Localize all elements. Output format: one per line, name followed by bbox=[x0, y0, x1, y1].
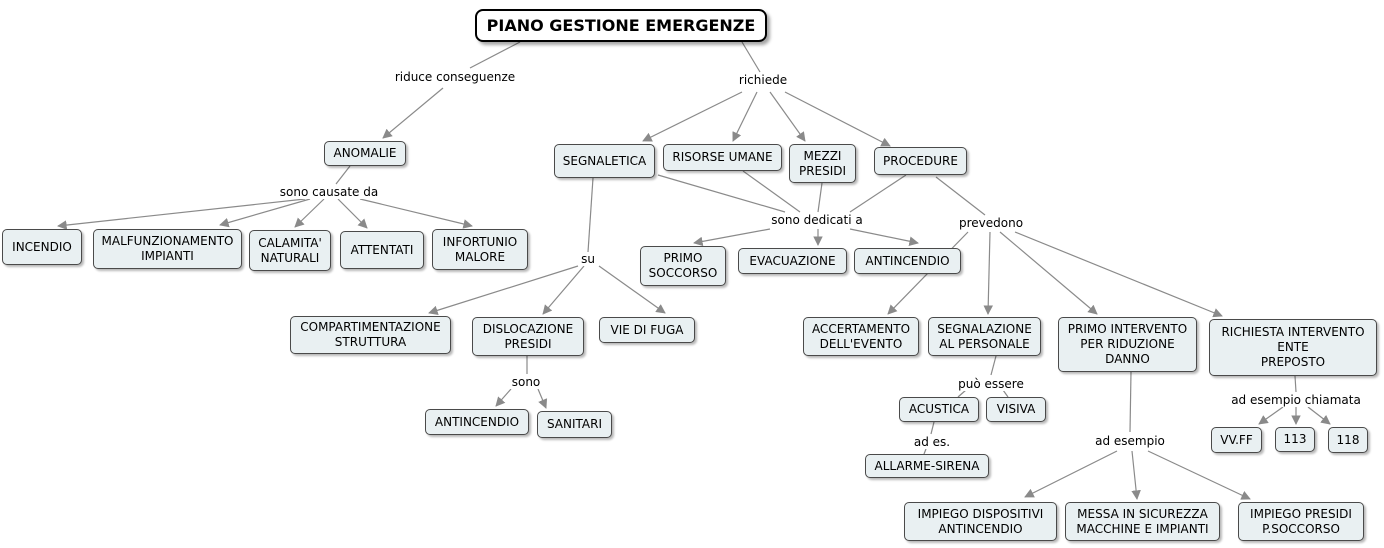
node-anomalie[interactable]: ANOMALIE bbox=[324, 141, 406, 166]
node-primo-intervento[interactable]: PRIMO INTERVENTO PER RIDUZIONE DANNO bbox=[1058, 317, 1197, 372]
link-sono: sono bbox=[509, 375, 543, 389]
node-procedure[interactable]: PROCEDURE bbox=[874, 147, 967, 175]
diagram-title[interactable]: PIANO GESTIONE EMERGENZE bbox=[475, 9, 767, 42]
node-impiego-dispositivi[interactable]: IMPIEGO DISPOSITIVI ANTINCENDIO bbox=[904, 502, 1057, 541]
node-allarme-sirena[interactable]: ALLARME-SIRENA bbox=[865, 454, 989, 478]
node-118[interactable]: 118 bbox=[1328, 427, 1368, 453]
node-vie-di-fuga[interactable]: VIE DI FUGA bbox=[599, 317, 695, 343]
node-calamita-naturali[interactable]: CALAMITA' NATURALI bbox=[249, 230, 331, 271]
node-segnaletica[interactable]: SEGNALETICA bbox=[554, 144, 655, 178]
node-compartimentazione-struttura[interactable]: COMPARTIMENTAZIONE STRUTTURA bbox=[290, 316, 451, 354]
link-su: su bbox=[579, 252, 597, 266]
node-dislocazione-presidi[interactable]: DISLOCAZIONE PRESIDI bbox=[472, 317, 584, 356]
node-acustica[interactable]: ACUSTICA bbox=[899, 397, 979, 422]
node-primo-soccorso[interactable]: PRIMO SOCCORSO bbox=[640, 246, 726, 286]
link-sono-causate-da: sono causate da bbox=[277, 185, 381, 199]
node-attentati[interactable]: ATTENTATI bbox=[340, 231, 424, 269]
node-impiego-presidi[interactable]: IMPIEGO PRESIDI P.SOCCORSO bbox=[1238, 502, 1364, 541]
node-evacuazione[interactable]: EVACUAZIONE bbox=[738, 248, 847, 274]
node-mezzi-presidi[interactable]: MEZZI PRESIDI bbox=[789, 144, 856, 183]
node-antincendio-bottom[interactable]: ANTINCENDIO bbox=[425, 409, 529, 435]
link-ad-esempio: ad esempio bbox=[1093, 434, 1167, 448]
link-ad-esempio-chiamata: ad esempio chiamata bbox=[1229, 393, 1363, 407]
link-riduce-conseguenze: riduce conseguenze bbox=[392, 70, 518, 84]
node-infortunio-malore[interactable]: INFORTUNIO MALORE bbox=[432, 229, 528, 270]
node-visiva[interactable]: VISIVA bbox=[986, 397, 1046, 422]
node-malfunzionamento-impianti[interactable]: MALFUNZIONAMENTO IMPIANTI bbox=[93, 229, 242, 269]
node-segnalazione-personale[interactable]: SEGNALAZIONE AL PERSONALE bbox=[928, 317, 1041, 356]
node-113[interactable]: 113 bbox=[1275, 427, 1315, 452]
link-sono-dedicati-a: sono dedicati a bbox=[769, 213, 865, 227]
link-ad-es: ad es. bbox=[911, 435, 953, 449]
node-accertamento-evento[interactable]: ACCERTAMENTO DELL'EVENTO bbox=[803, 317, 919, 356]
link-richiede: richiede bbox=[736, 73, 790, 87]
node-messa-in-sicurezza[interactable]: MESSA IN SICUREZZA MACCHINE E IMPIANTI bbox=[1065, 502, 1220, 541]
node-vvff[interactable]: VV.FF bbox=[1211, 427, 1262, 453]
link-puo-essere: può essere bbox=[956, 377, 1026, 391]
node-incendio[interactable]: INCENDIO bbox=[2, 229, 82, 265]
link-prevedono: prevedono bbox=[956, 216, 1026, 230]
node-richiesta-intervento[interactable]: RICHIESTA INTERVENTO ENTE PREPOSTO bbox=[1209, 319, 1377, 376]
node-antincendio-top[interactable]: ANTINCENDIO bbox=[854, 248, 961, 274]
node-risorse-umane[interactable]: RISORSE UMANE bbox=[663, 144, 782, 171]
node-sanitari[interactable]: SANITARI bbox=[537, 411, 612, 438]
